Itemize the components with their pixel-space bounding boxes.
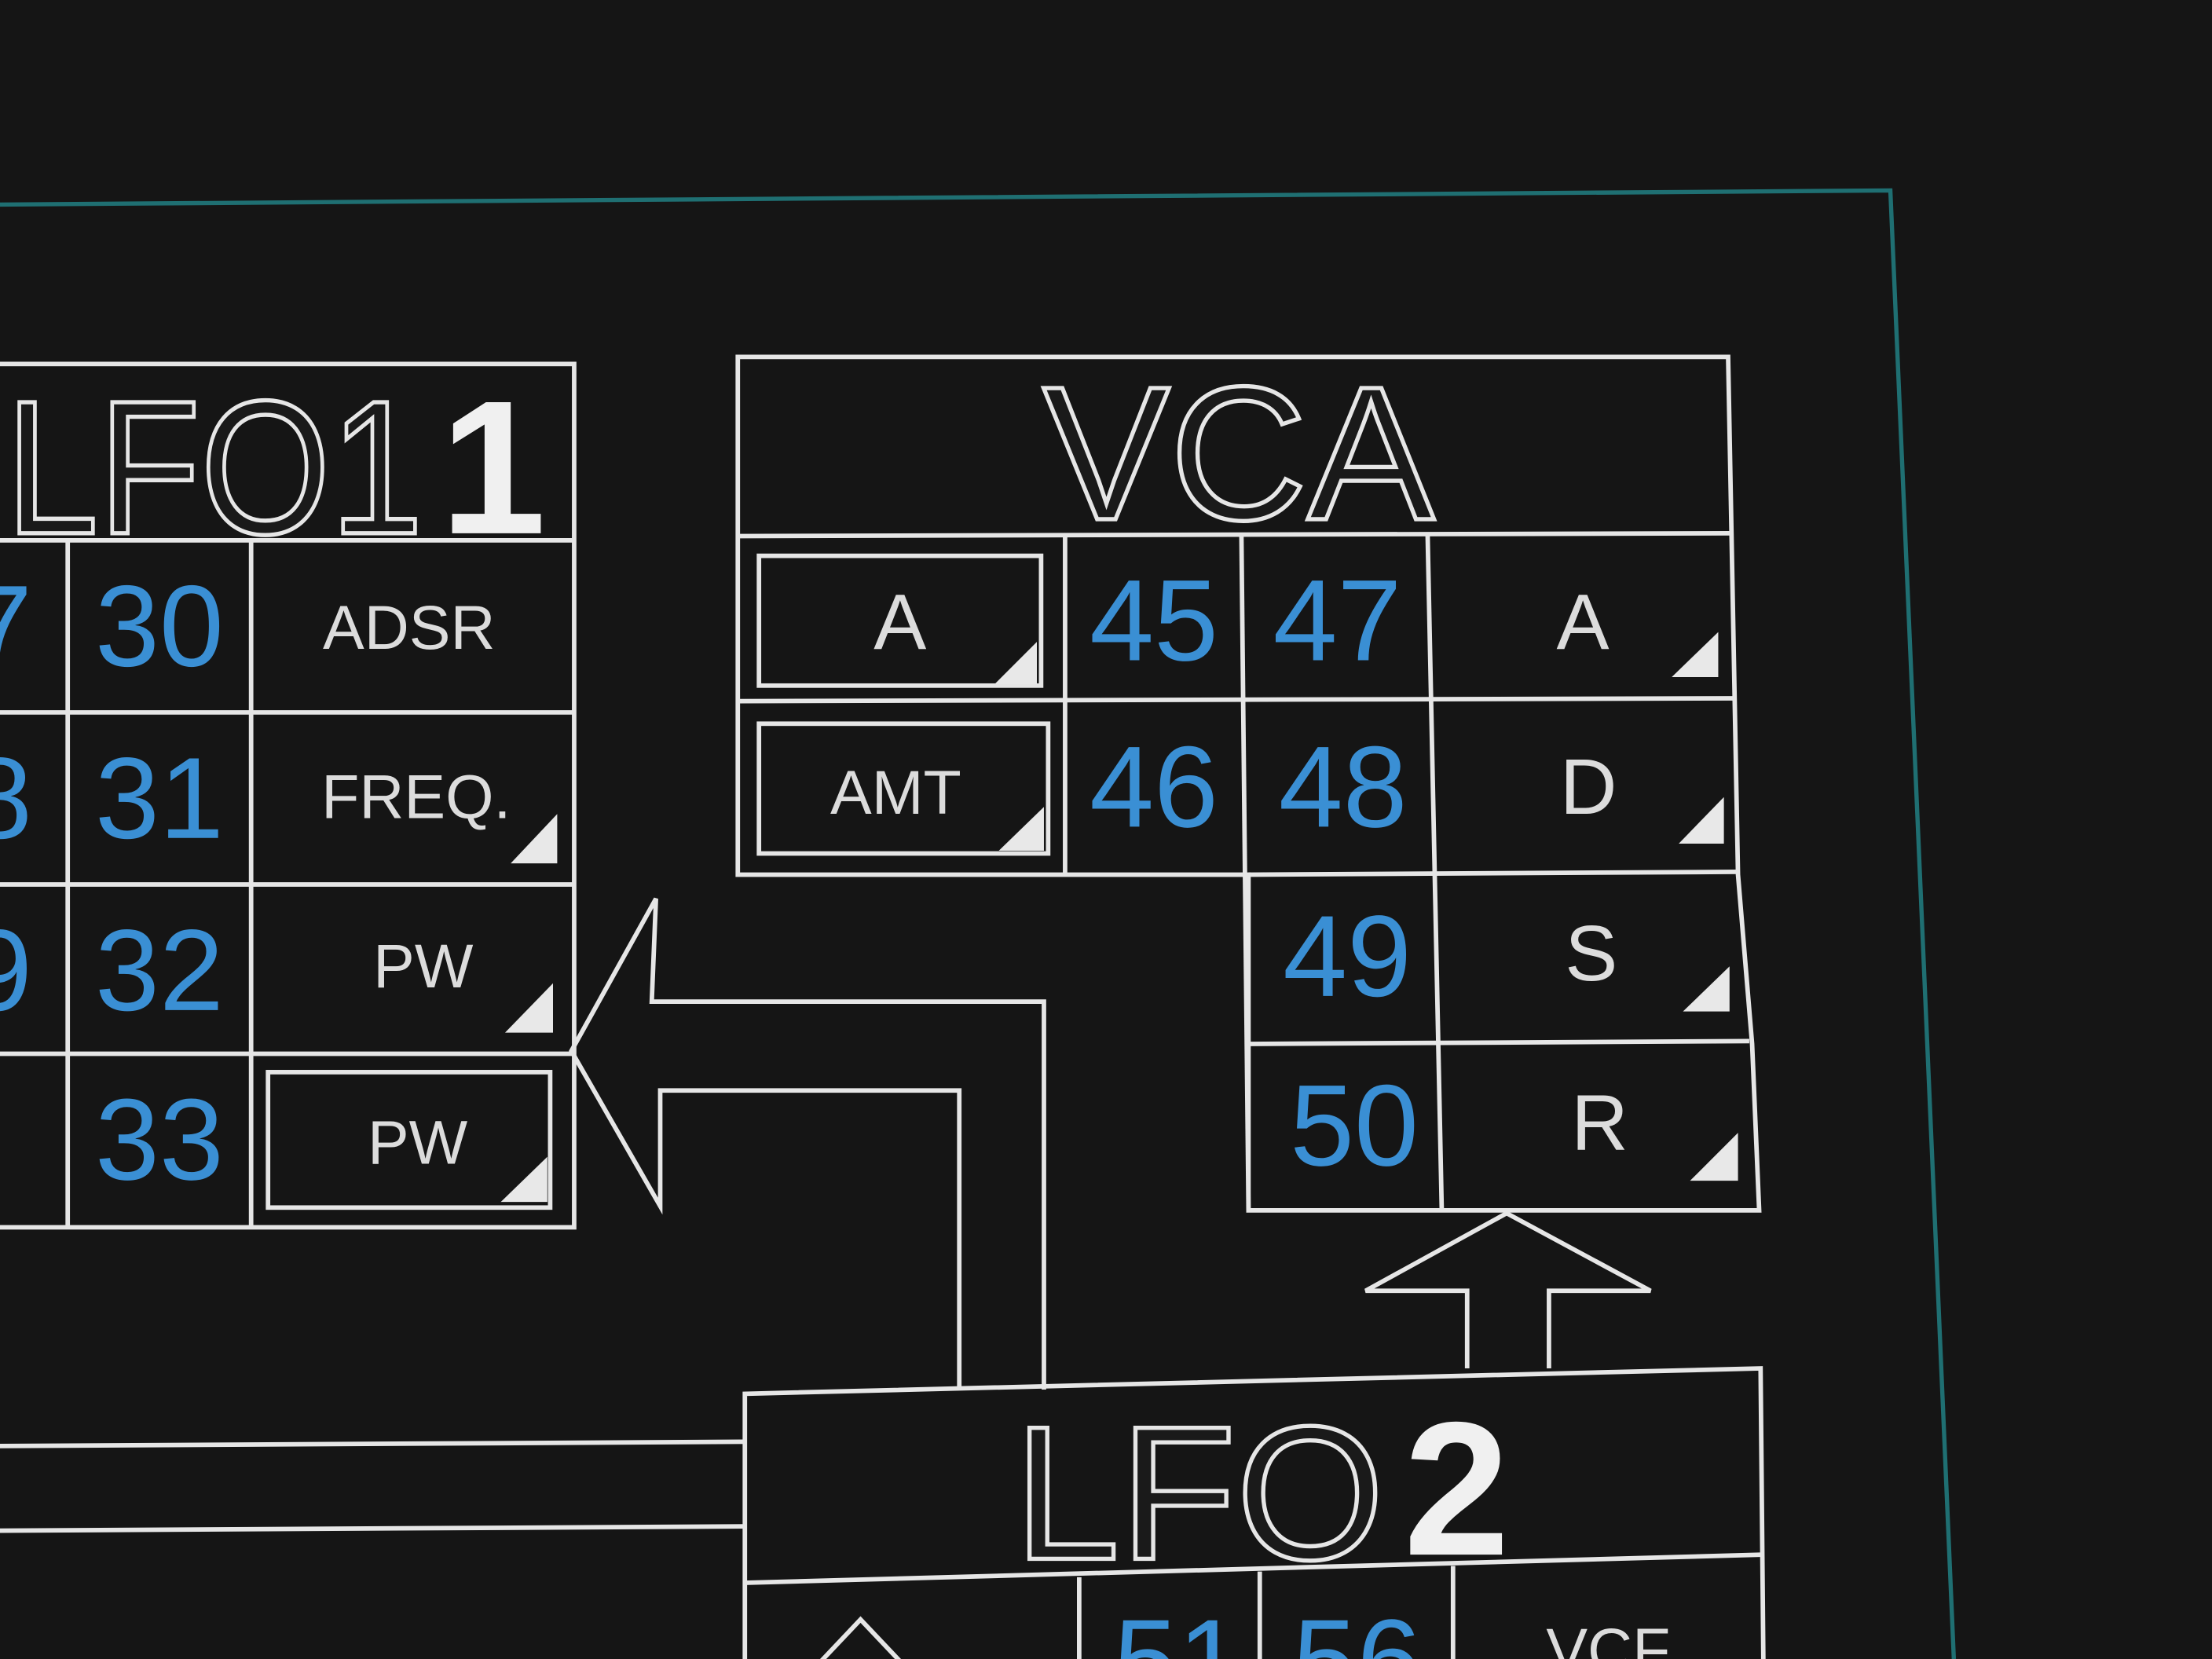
lfo1-partial-number: 8 [0, 734, 32, 863]
knob-corner-icon [504, 983, 553, 1033]
knob-corner-icon [1683, 966, 1730, 1012]
lfo1-title-number: 1 [440, 362, 546, 574]
lfo2-title-number: 2 [1404, 1383, 1510, 1595]
vca-block: VCA A AMT 45 46 47 48 49 50 A D S R [735, 346, 1762, 1213]
lfo1-number: 33 [95, 1075, 224, 1204]
lfo1-label-pw: PW [373, 931, 474, 1001]
lfo1-title: LFO1 [5, 362, 423, 574]
vca-number: 45 [1090, 556, 1218, 685]
lfo2-title: LFO [1014, 1387, 1384, 1599]
lfo2-block: LFO 2 51 56 VCF [0, 1366, 1766, 1659]
arrow-to-vca-icon [1364, 1210, 1652, 1369]
knob-corner-icon [994, 642, 1037, 685]
lfo2-number: 51 [1114, 1596, 1243, 1659]
vca-label-amt: AMT [830, 757, 961, 827]
lfo1-label-freq: FREQ. [321, 762, 511, 832]
panel-border [0, 188, 1957, 1659]
vca-number: 46 [1090, 723, 1218, 851]
lfo1-partial-number: 7 [0, 562, 32, 691]
vca-number: 50 [1290, 1061, 1419, 1190]
vca-label-release: R [1571, 1079, 1628, 1167]
vca-label-sustain: S [1565, 910, 1617, 998]
vca-number: 48 [1279, 723, 1408, 851]
vca-label-decay: D [1560, 743, 1617, 831]
knob-corner-icon [1672, 632, 1719, 678]
vca-number: 47 [1273, 556, 1402, 685]
vca-number: 49 [1283, 892, 1412, 1021]
lfo1-number: 30 [95, 562, 224, 691]
knob-corner-icon [1679, 797, 1724, 844]
knob-corner-icon [998, 807, 1044, 851]
triangle-wave-icon [819, 1616, 902, 1659]
lfo1-number: 31 [95, 734, 224, 863]
knob-corner-icon [511, 814, 558, 864]
vca-title: VCA [1043, 348, 1435, 560]
lfo1-label-pw-boxed: PW [368, 1108, 468, 1177]
knob-corner-icon [1690, 1133, 1738, 1181]
arrow-to-lfo1-icon [569, 897, 1046, 1390]
lfo1-partial-number: 9 [0, 906, 32, 1035]
lfo2-number: 56 [1293, 1596, 1422, 1659]
vca-label-attack: A [1556, 578, 1609, 666]
lfo1-label-adsr: ADSR [323, 592, 496, 662]
vca-label-a: A [873, 578, 926, 666]
lfo1-block: LFO1 1 7 8 9 30 31 32 33 ADSR FREQ. PW P… [0, 360, 577, 1230]
knob-corner-icon [500, 1156, 548, 1203]
lfo1-number: 32 [95, 906, 224, 1035]
lfo2-label-vcf: VCF [1546, 1615, 1670, 1659]
